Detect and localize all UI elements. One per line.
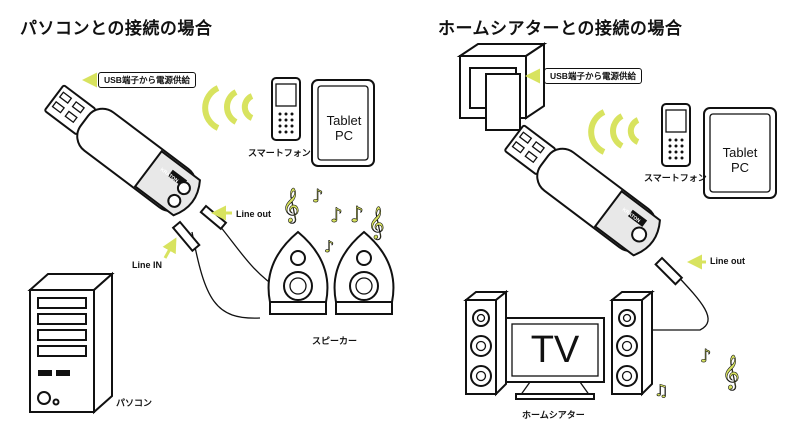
svg-text:♫: ♫ <box>654 381 668 400</box>
line-out-label-right: Line out <box>710 256 745 266</box>
svg-text:𝄞: 𝄞 <box>282 188 300 224</box>
home-theater-icon <box>463 289 655 400</box>
pc-tower-icon <box>27 271 115 415</box>
usb-power-label-right: USB端子から電源供給 <box>544 68 642 84</box>
smartphone-icon-left <box>271 77 301 141</box>
line-out-cable-right <box>640 269 709 331</box>
line-out-label-left: Line out <box>236 209 271 219</box>
speaker-right <box>333 230 395 315</box>
smartphone-label-left: スマートフォン <box>248 148 311 158</box>
bluetooth-waves-left <box>202 85 254 131</box>
svg-text:♪: ♪ <box>324 237 334 256</box>
tv-text: TV <box>530 329 580 371</box>
tablet-icon-left <box>311 79 375 167</box>
svg-text:♪: ♪ <box>350 203 364 228</box>
smartphone-icon-right <box>661 103 691 167</box>
tablet-line1-left: Tablet <box>326 113 362 128</box>
wall-outlet-icon <box>456 42 548 131</box>
bluetooth-waves-right <box>588 109 640 155</box>
smartphone-label-right: スマートフォン <box>644 173 707 183</box>
line-in-cable <box>191 231 261 319</box>
speaker-left <box>267 230 329 315</box>
home-theater-label: ホームシアター <box>522 410 585 420</box>
tablet-line2-right: PC <box>730 160 750 175</box>
pc-label: パソコン <box>116 398 153 408</box>
svg-text:𝄞: 𝄞 <box>368 206 385 240</box>
tablet-text-right: Tablet PC <box>710 145 770 175</box>
usb-power-label-left: USB端子から電源供給 <box>98 72 196 88</box>
line-in-plug <box>171 220 201 253</box>
line-out-plug <box>199 204 228 231</box>
tablet-line1-right: Tablet <box>722 145 758 160</box>
svg-text:♪: ♪ <box>312 186 324 207</box>
tablet-icon-right <box>703 107 777 199</box>
left-title: パソコンとの接続の場合 <box>20 19 213 38</box>
svg-text:♪: ♪ <box>330 203 343 227</box>
usb-bluetooth-device-left <box>44 84 201 217</box>
right-title: ホームシアターとの接続の場合 <box>438 19 683 38</box>
music-notes-left: 𝄞 ♪ ♪ ♪ 𝄞 ♪ <box>282 186 385 257</box>
speaker-label: スピーカー <box>312 336 358 346</box>
usb-bluetooth-device-right <box>504 124 661 257</box>
svg-text:𝄞: 𝄞 <box>722 355 740 391</box>
svg-text:♪: ♪ <box>700 346 712 367</box>
line-in-label-left: Line IN <box>132 260 163 270</box>
music-notes-right: ♪ 𝄞 ♫ <box>654 346 740 401</box>
tablet-line2-left: PC <box>334 128 354 143</box>
tablet-text-left: Tablet PC <box>316 113 372 143</box>
line-out-plug-right <box>654 256 684 286</box>
